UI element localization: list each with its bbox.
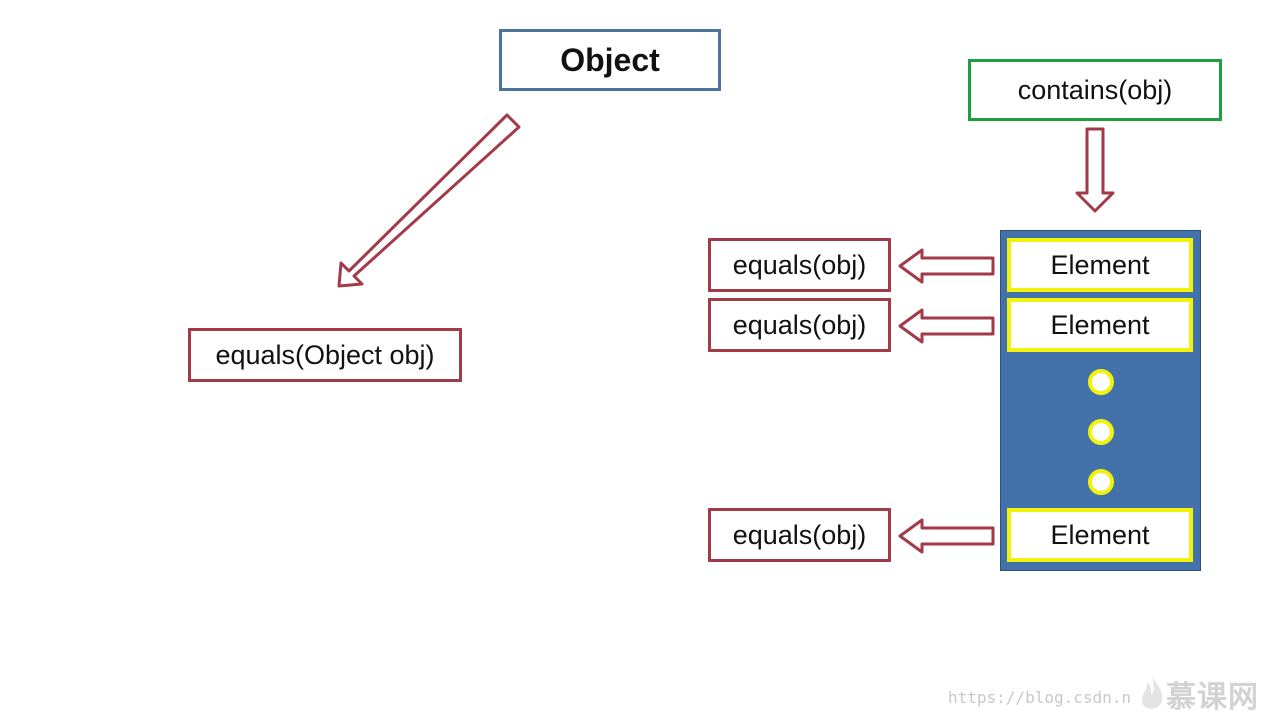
watermark-url: https://blog.csdn.n: [948, 688, 1132, 707]
ellipsis-dot: [1088, 469, 1114, 495]
logo: 慕课网: [1138, 672, 1259, 716]
element-label: Element: [1050, 519, 1150, 550]
ellipsis-dot: [1088, 419, 1114, 445]
logo-text: 慕课网: [1166, 680, 1259, 715]
equals-object-label: equals(Object obj): [215, 339, 435, 370]
left-arrow-1: [898, 248, 995, 284]
diagonal-arrow: [337, 113, 521, 288]
equals-call-label: equals(obj): [732, 309, 867, 340]
element-box-2: Element: [1007, 298, 1193, 352]
down-arrow: [1075, 127, 1115, 213]
contains-box: contains(obj): [968, 59, 1222, 121]
collection-container: Element Element Element: [1000, 230, 1201, 571]
element-label: Element: [1050, 249, 1150, 280]
flame-icon: [1141, 676, 1163, 709]
left-arrow-3: [898, 518, 995, 554]
element-box-1: Element: [1007, 238, 1193, 292]
equals-call-label: equals(obj): [732, 519, 867, 550]
object-label: Object: [560, 41, 660, 78]
ellipsis-dot: [1088, 369, 1114, 395]
equals-call-box-2: equals(obj): [708, 298, 891, 352]
contains-label: contains(obj): [1017, 74, 1173, 105]
equals-call-box-1: equals(obj): [708, 238, 891, 292]
left-arrow-2: [898, 308, 995, 344]
equals-call-box-3: equals(obj): [708, 508, 891, 562]
object-box: Object: [499, 29, 721, 91]
equals-call-label: equals(obj): [732, 249, 867, 280]
element-label: Element: [1050, 309, 1150, 340]
equals-object-box: equals(Object obj): [188, 328, 462, 382]
element-box-3: Element: [1007, 508, 1193, 562]
